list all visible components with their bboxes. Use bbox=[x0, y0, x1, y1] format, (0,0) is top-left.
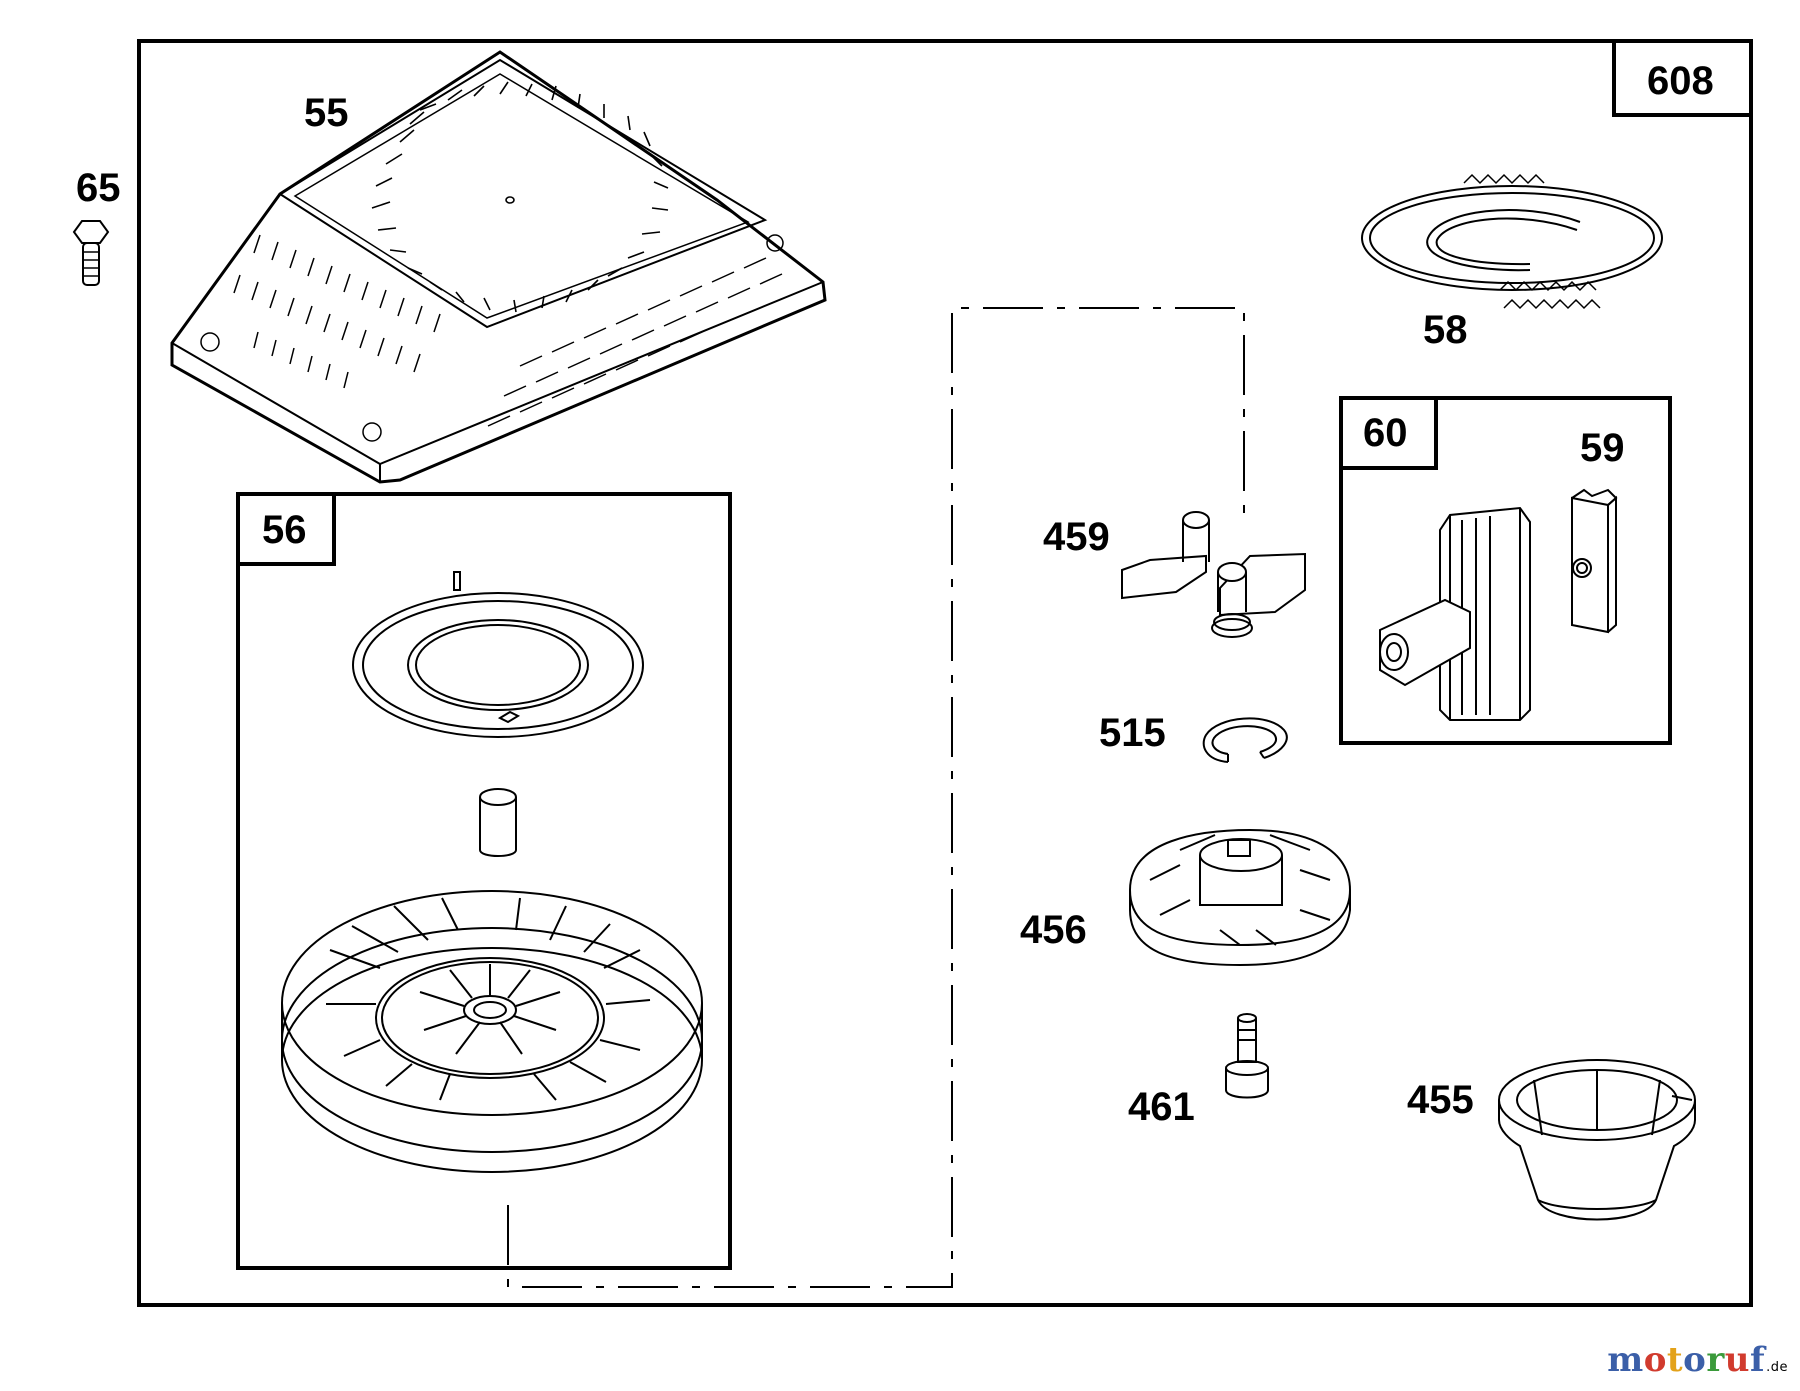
kit-label-608: 608 bbox=[1647, 59, 1714, 103]
part-label-65: 65 bbox=[76, 166, 121, 210]
box-60 bbox=[1339, 396, 1672, 745]
part-label-55: 55 bbox=[304, 91, 349, 135]
kit-label-box bbox=[1612, 39, 1753, 117]
box-56-label-box bbox=[236, 492, 336, 566]
watermark-letter: f bbox=[1749, 1340, 1766, 1380]
watermark-letter: o bbox=[1683, 1340, 1707, 1380]
watermark-letter: o bbox=[1643, 1340, 1667, 1380]
watermark-letter: t bbox=[1666, 1340, 1684, 1380]
part-label-461: 461 bbox=[1128, 1085, 1195, 1129]
screw-461-drawing bbox=[1225, 1013, 1269, 1099]
ratchet-456-drawing bbox=[1129, 828, 1351, 967]
watermark-letter: r bbox=[1706, 1340, 1725, 1380]
part-label-455: 455 bbox=[1407, 1078, 1474, 1122]
outer-frame bbox=[137, 39, 1753, 1307]
part-label-456: 456 bbox=[1020, 908, 1087, 952]
insert-59-drawing bbox=[1571, 488, 1618, 634]
part-label-60: 60 bbox=[1363, 411, 1408, 455]
bolt-65-drawing bbox=[72, 220, 110, 286]
box-56 bbox=[236, 492, 732, 1270]
watermark-suffix: .de bbox=[1766, 1360, 1788, 1375]
rewind-spring-drawing bbox=[352, 571, 644, 738]
watermark-letter: u bbox=[1724, 1340, 1750, 1380]
pawls-459-drawing bbox=[1121, 511, 1306, 638]
watermark-letter: m bbox=[1607, 1340, 1644, 1380]
part-label-459: 459 bbox=[1043, 515, 1110, 559]
spring-sleeve-drawing bbox=[479, 788, 517, 857]
rope-58-drawing bbox=[1361, 173, 1663, 310]
part-label-515: 515 bbox=[1099, 711, 1166, 755]
watermark-text: motoruf bbox=[1607, 1340, 1765, 1380]
assembly-connector-line bbox=[507, 307, 1245, 1288]
cup-455-drawing bbox=[1498, 1059, 1696, 1221]
part-label-56: 56 bbox=[262, 508, 307, 552]
pulley-drawing bbox=[281, 890, 703, 1173]
retaining-ring-515-drawing bbox=[1202, 717, 1288, 763]
part-label-59: 59 bbox=[1580, 426, 1625, 470]
starter-handle-60-drawing bbox=[1379, 506, 1531, 721]
box-60-label-box bbox=[1339, 396, 1438, 470]
part-label-58: 58 bbox=[1423, 308, 1468, 352]
site-watermark-logo: motoruf.de bbox=[1607, 1343, 1788, 1377]
housing-cover-55-drawing bbox=[170, 50, 827, 484]
